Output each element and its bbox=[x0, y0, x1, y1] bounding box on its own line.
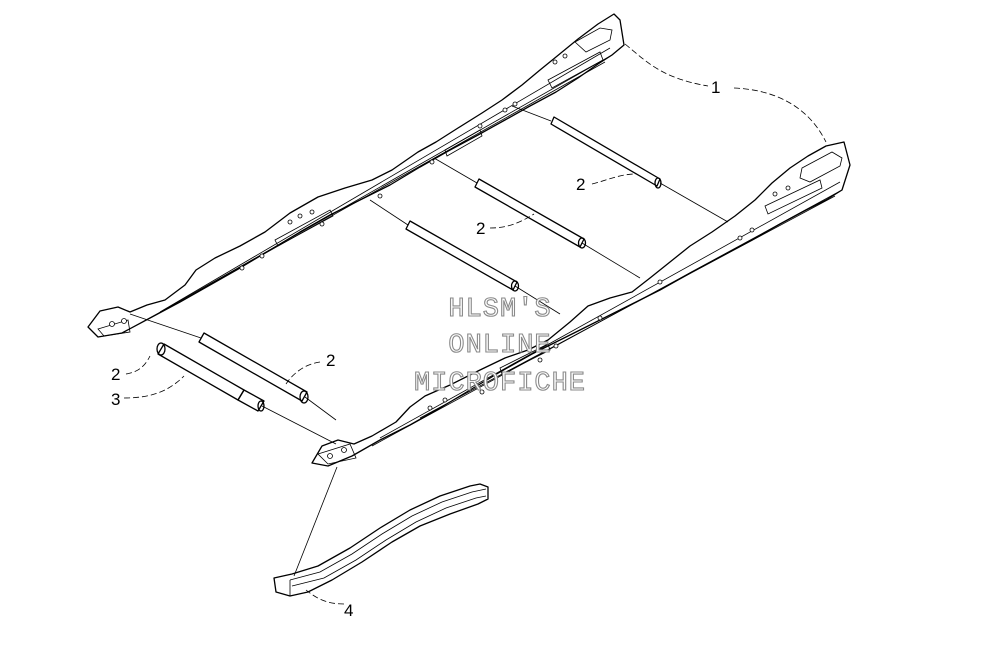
callout-3: 3 bbox=[111, 390, 120, 409]
callout-4: 4 bbox=[344, 601, 353, 620]
callout-2-rear-shaft: 2 bbox=[576, 175, 585, 194]
shaft-centerlines bbox=[129, 105, 729, 445]
rail-rear bbox=[87, 13, 625, 338]
watermark-line-1: HLSM'S bbox=[448, 295, 551, 325]
cross-shaft-middle-lower bbox=[405, 220, 520, 292]
watermark-line-3: MICROFICHE bbox=[414, 369, 586, 399]
callout-leaders bbox=[123, 43, 827, 605]
rail-front bbox=[311, 141, 851, 467]
cross-shaft-rear bbox=[550, 116, 662, 189]
slide-leader-line bbox=[293, 466, 338, 577]
callout-2-spacer-shaft: 2 bbox=[111, 365, 120, 384]
watermark: HLSM'S ONLINE MICROFICHE bbox=[413, 294, 586, 399]
cross-shaft-middle-upper bbox=[474, 178, 587, 249]
callout-2-middle-shaft: 2 bbox=[476, 219, 485, 238]
cross-shaft-front bbox=[198, 332, 309, 404]
slide-wear-strip bbox=[273, 483, 489, 597]
callout-2-front-shaft: 2 bbox=[326, 351, 335, 370]
watermark-line-2: ONLINE bbox=[448, 331, 551, 361]
callout-1: 1 bbox=[711, 78, 720, 97]
spacer-shaft-assembly bbox=[156, 342, 265, 412]
